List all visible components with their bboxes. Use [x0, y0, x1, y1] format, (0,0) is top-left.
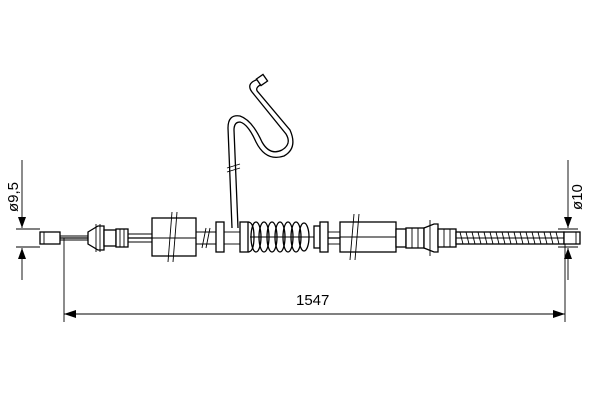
middle-clip	[319, 221, 329, 253]
right-diameter-label: ø10	[569, 184, 586, 210]
cable-assembly	[39, 73, 581, 263]
bracket-wire	[227, 77, 289, 229]
tension-spring	[239, 221, 314, 253]
left-end-nipple	[39, 231, 61, 245]
left-clip	[215, 221, 225, 253]
right-fitting	[423, 223, 439, 253]
left-diameter-label: ø9,5	[5, 182, 22, 212]
right-end-nipple	[563, 231, 581, 245]
right-diameter-dimension: ø10	[558, 160, 586, 280]
left-diameter-dimension: ø9,5	[5, 160, 40, 280]
threaded-rod	[455, 231, 565, 245]
length-dimension: 1547	[63, 238, 566, 322]
length-label: 1547	[296, 292, 329, 309]
